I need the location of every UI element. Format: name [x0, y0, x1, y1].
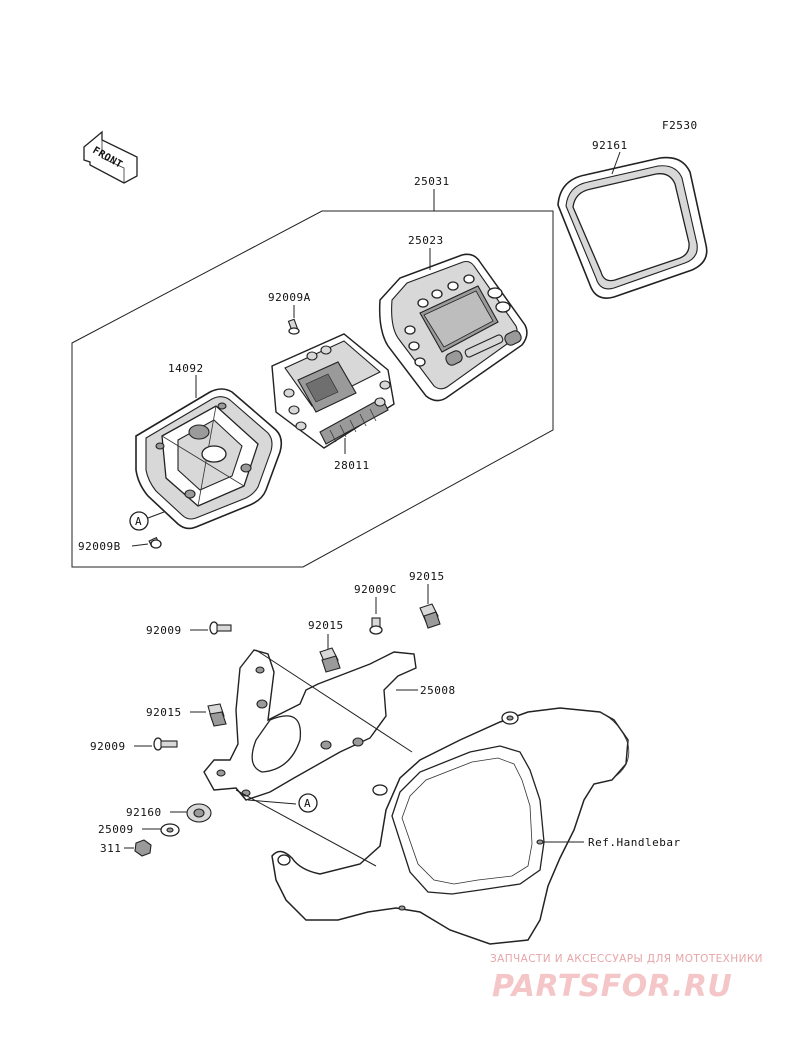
- callout-311: 311: [100, 842, 121, 855]
- callout-92009B: 92009B: [78, 540, 121, 553]
- handlebar-cover: [271, 707, 630, 945]
- clip-92015-left: [207, 703, 227, 727]
- bolt-92009-upper: [209, 621, 232, 635]
- watermark-logo: PARTSFOR.RU: [492, 969, 732, 1004]
- callout-92015-left: 92015: [146, 706, 182, 719]
- marker-a-upper: [129, 511, 149, 531]
- grommet-92160: [186, 803, 212, 823]
- bolt-92009-lower: [153, 737, 178, 751]
- callout-92009-lower: 92009: [90, 740, 126, 753]
- marker-a-lower: [298, 793, 318, 813]
- ref-handlebar-label: Ref.Handlebar: [588, 836, 681, 849]
- screw-92009a: [287, 318, 300, 335]
- callout-92160: 92160: [126, 806, 162, 819]
- figure-code: F2530: [662, 119, 698, 132]
- callout-25009: 25009: [98, 823, 134, 836]
- callout-14092: 14092: [168, 362, 204, 375]
- callout-92015-top: 92015: [409, 570, 445, 583]
- callout-92009C: 92009C: [354, 583, 397, 596]
- screw-92009b: [148, 536, 162, 549]
- callout-92015-mid: 92015: [308, 619, 344, 632]
- callout-25023: 25023: [408, 234, 444, 247]
- callout-92009A: 92009A: [268, 291, 311, 304]
- callout-92161: 92161: [592, 139, 628, 152]
- screw-92009c: [369, 617, 383, 635]
- callout-92009-upper: 92009: [146, 624, 182, 637]
- washer-25009: [160, 823, 180, 837]
- assembly-outline: [71, 210, 554, 568]
- bracket-25008: [203, 649, 417, 801]
- nut-311: [134, 839, 152, 857]
- callout-28011: 28011: [334, 459, 370, 472]
- callout-25031: 25031: [414, 175, 450, 188]
- callout-25008: 25008: [420, 684, 456, 697]
- clip-92015-top: [419, 603, 441, 629]
- clip-92015-mid: [319, 647, 341, 673]
- front-arrow-icon: FRONT: [83, 130, 138, 184]
- meter-case-14092: [135, 388, 283, 530]
- meter-board-28011: [271, 333, 395, 449]
- marker-a-upper-label: A: [135, 515, 142, 528]
- meter-cover-92161: [557, 156, 708, 299]
- meter-25023: [378, 253, 528, 402]
- marker-a-lower-label: A: [304, 797, 311, 810]
- watermark-subtitle: ЗАПЧАСТИ И АКСЕССУАРЫ ДЛЯ МОТОТЕХНИКИ: [490, 953, 763, 965]
